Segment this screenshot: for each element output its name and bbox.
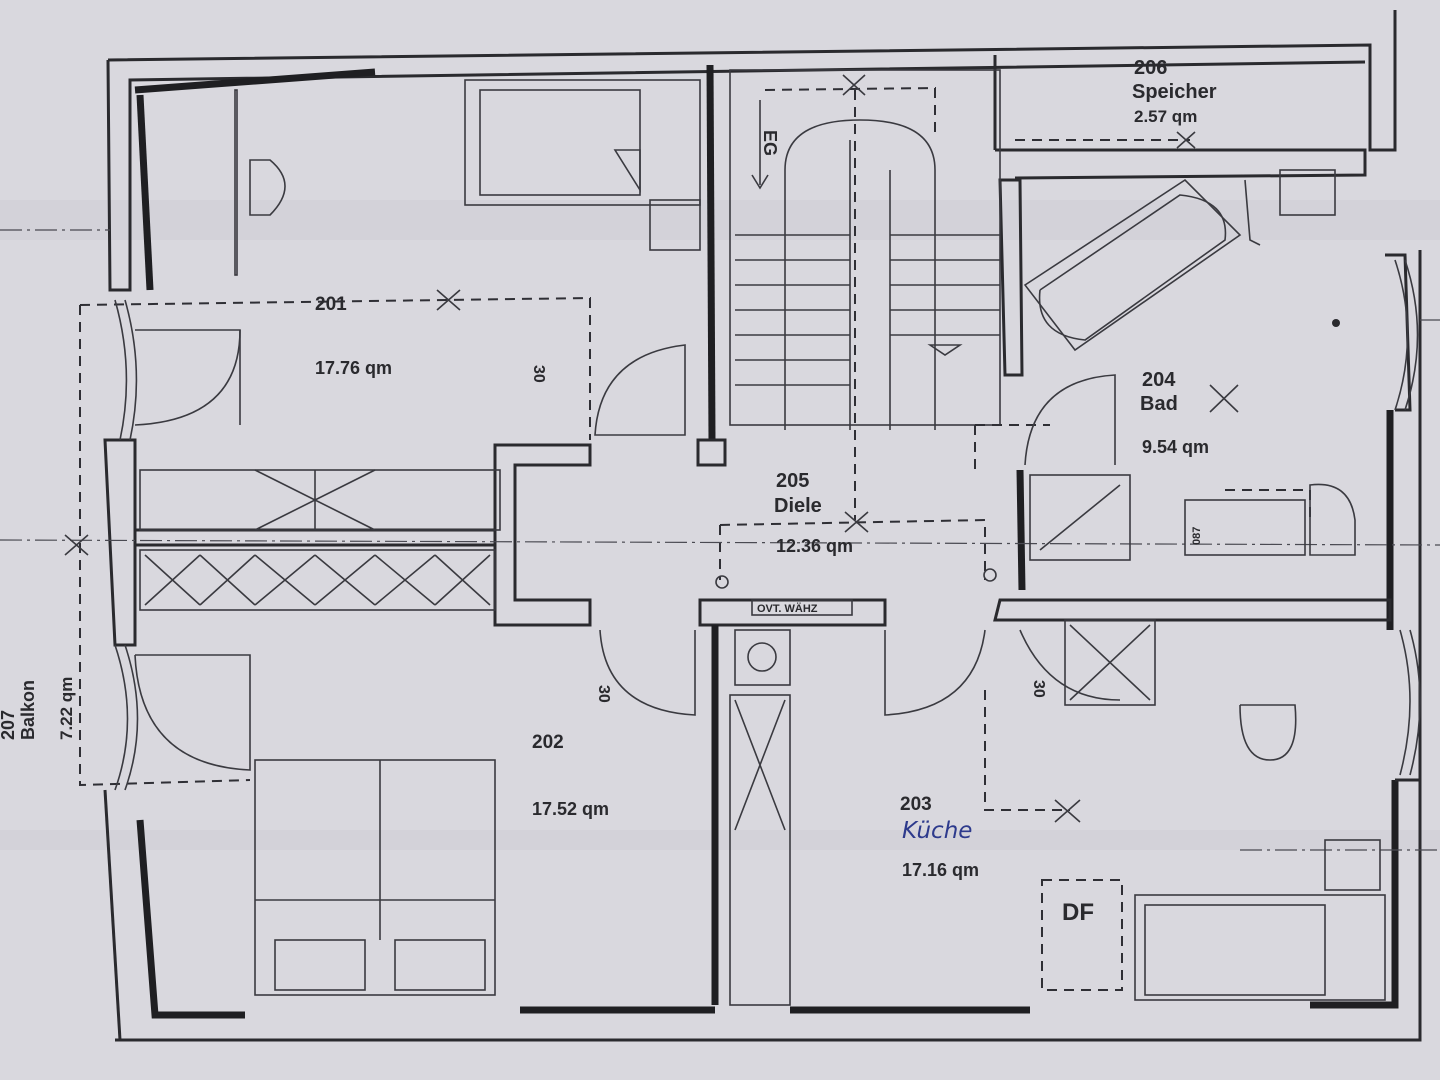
oven-label: OVT. WÄHZ	[757, 602, 818, 615]
room-204-number: 204	[1142, 369, 1176, 391]
outlet-height-label: 30	[1030, 680, 1047, 698]
room-201-number: 201	[315, 294, 347, 315]
room-205-name: Diele	[774, 495, 822, 517]
room-203-number: 203	[900, 794, 932, 815]
dashed-lines	[0, 86, 1440, 851]
room-205-area: 12.36 qm	[776, 536, 853, 556]
df-label: DF	[1062, 899, 1094, 926]
room-204-area: 9.54 qm	[1142, 437, 1209, 457]
windows	[114, 259, 1421, 791]
bath-height-label: 087	[1191, 527, 1203, 545]
room-203-area: 17.16 qm	[902, 860, 979, 880]
annotations: EG 30 30 30 OVT. WÄHZ DF 087	[530, 130, 1203, 926]
stair-direction-label: EG	[760, 130, 780, 156]
room-206-area: 2.57 qm	[1134, 107, 1197, 126]
outlet-height-label: 30	[595, 685, 612, 703]
room-207-area: 7.22 qm	[57, 677, 76, 740]
room-204-name: Bad	[1140, 393, 1178, 415]
room-203-name: Küche	[902, 818, 972, 844]
light-symbols	[64, 74, 1340, 823]
outer-walls	[103, 10, 1422, 1042]
room-207-name: Balkon	[18, 680, 38, 740]
furniture	[139, 79, 1386, 1006]
room-206-number: 206	[1134, 57, 1167, 79]
paper-fold-shadow	[0, 200, 1440, 240]
room-202-number: 202	[532, 732, 564, 753]
room-205-number: 205	[776, 470, 809, 492]
paper-fold-shadow-lower	[0, 830, 1440, 850]
interior-walls	[103, 55, 1392, 1005]
room-207-number: 207	[0, 710, 18, 740]
staircase	[729, 69, 1001, 430]
room-206-name: Speicher	[1132, 81, 1217, 103]
room-201-area: 17.76 qm	[315, 358, 392, 378]
room-labels: 201 17.76 qm 202 17.52 qm 203 Küche 17.1…	[0, 57, 1217, 880]
outlet-height-label: 30	[530, 365, 547, 383]
room-202-area: 17.52 qm	[532, 799, 609, 819]
doors	[134, 329, 1121, 771]
